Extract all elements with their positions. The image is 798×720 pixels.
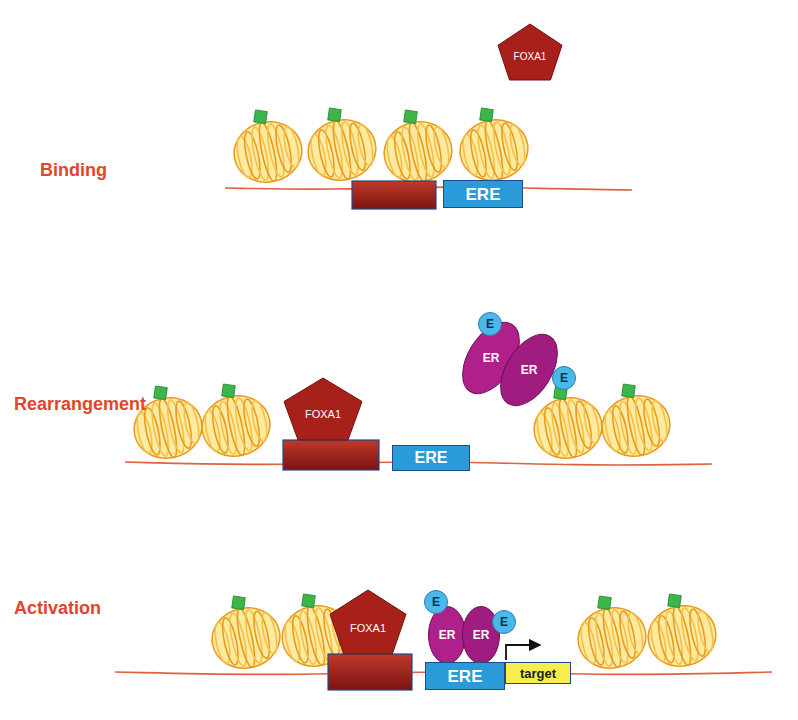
- node-text: ER: [439, 629, 456, 641]
- node-text: E: [486, 318, 494, 330]
- step-label: Activation: [14, 598, 101, 619]
- node-text: FOXA1: [305, 409, 341, 420]
- node-text: ER: [473, 629, 490, 641]
- nucleosome: [126, 378, 208, 464]
- nucleosome: [194, 376, 276, 462]
- nucleosome: [594, 376, 676, 462]
- target-box: target: [505, 662, 571, 684]
- ere-box: ERE: [425, 662, 505, 690]
- nucleosome: [452, 100, 534, 186]
- node-text: E: [560, 372, 568, 384]
- er-ellipse: ER: [506, 330, 552, 410]
- foxa1-pentagon: FOXA1: [284, 378, 362, 440]
- binding-site: [283, 440, 379, 470]
- estrogen-circle: E: [478, 312, 502, 336]
- er-ellipse: ER: [428, 606, 466, 664]
- node-text: E: [500, 616, 508, 628]
- node-text: ERE: [448, 668, 483, 685]
- binding-site: [328, 654, 412, 690]
- node-text: target: [520, 667, 556, 680]
- step-label: Binding: [40, 160, 107, 181]
- step-label: Rearrangement: [14, 394, 146, 415]
- binding-site: [352, 181, 436, 209]
- node-text: FOXA1: [514, 52, 547, 62]
- nucleosome: [570, 588, 652, 674]
- estrogen-circle: E: [424, 590, 448, 614]
- node-text: E: [432, 596, 440, 608]
- ere-box: ERE: [443, 180, 523, 208]
- estrogen-circle: E: [552, 366, 576, 390]
- er-ellipse: ER: [462, 606, 500, 664]
- ere-box: ERE: [392, 445, 470, 471]
- estrogen-circle: E: [492, 610, 516, 634]
- nucleosome: [226, 102, 308, 188]
- nucleosome: [300, 100, 382, 186]
- foxa1-pentagon: FOXA1: [330, 590, 406, 654]
- node-text: FOXA1: [350, 623, 386, 634]
- nucleosome: [376, 102, 458, 188]
- nucleosome: [204, 588, 286, 674]
- node-text: ER: [483, 352, 500, 364]
- transcription-arrow: [506, 645, 540, 660]
- node-text: ER: [521, 364, 538, 376]
- nucleosome: [640, 586, 722, 672]
- foxa1-pentagon: FOXA1: [498, 24, 562, 80]
- node-text: ERE: [466, 186, 501, 203]
- node-text: ERE: [415, 450, 448, 466]
